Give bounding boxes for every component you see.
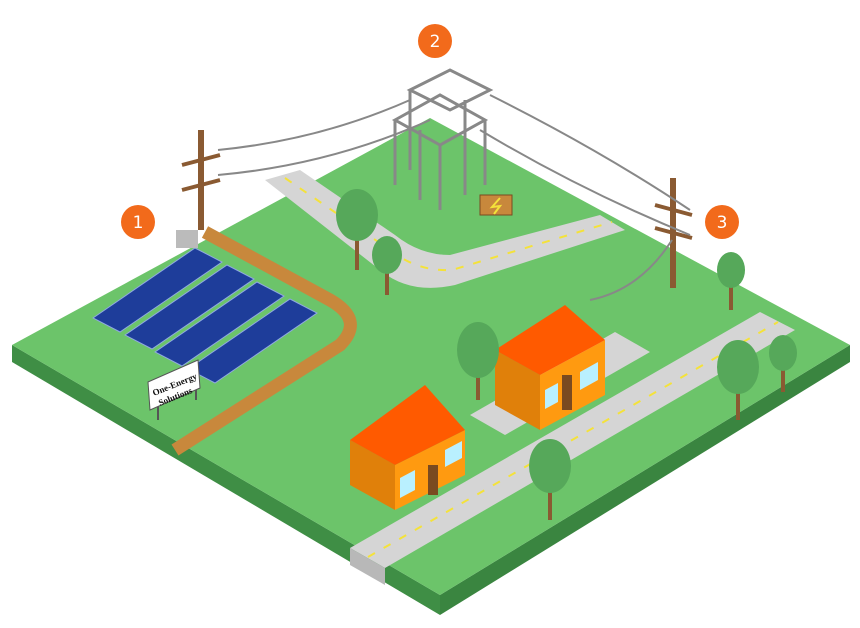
dirt-path [171,226,357,456]
solar-farm [92,230,318,384]
substation [391,68,513,216]
inverter-box [176,230,198,248]
power-lines [181,94,693,301]
badge-3[interactable]: 3 [705,205,739,239]
trees [336,189,797,520]
badge-1[interactable]: 1 [121,205,155,239]
badge-3-label: 3 [717,213,728,233]
badge-2-label: 2 [430,32,441,52]
house-front [350,385,465,510]
badge-2[interactable]: 2 [418,24,452,58]
house-back [495,305,605,430]
badge-1-label: 1 [133,213,144,233]
